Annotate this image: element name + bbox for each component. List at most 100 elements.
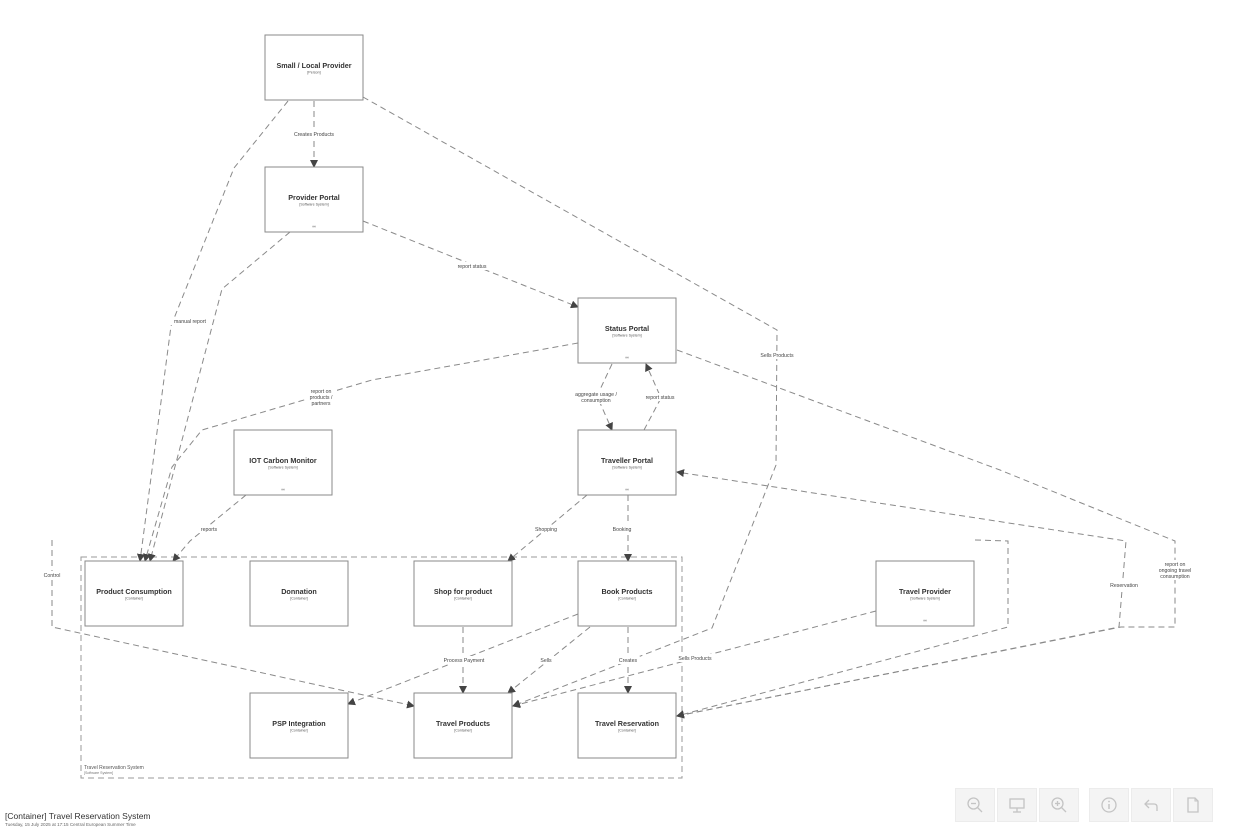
- node-travel-products[interactable]: Travel Products[Container]: [413, 692, 513, 759]
- link-icon[interactable]: ⚯: [923, 618, 927, 623]
- node-name: PSP Integration: [272, 719, 325, 728]
- info-icon: [1101, 797, 1117, 813]
- relationship-label-text: manual report: [174, 319, 207, 325]
- export-icon: [1187, 797, 1199, 813]
- relationship-label-text: Creates Products: [294, 132, 334, 138]
- node-box: [577, 297, 677, 364]
- node-product-consumption[interactable]: Product Consumption[Container]: [84, 560, 184, 627]
- relationship-label-text: Creates: [619, 658, 638, 664]
- relationship-label-e1: Creates Products: [289, 130, 339, 138]
- diagram-timestamp: Tuesday, 15 July 2025 at 17:15 Central E…: [5, 822, 136, 827]
- zoom-in-button[interactable]: [1039, 788, 1079, 822]
- zoom-out-button[interactable]: [955, 788, 995, 822]
- node-name: Donnation: [281, 587, 317, 596]
- relationship-label-text: partners: [311, 401, 330, 407]
- relationship-small-local-provider-to-product-consumption[interactable]: [136, 100, 289, 562]
- relationship-label-text: Control: [44, 573, 61, 579]
- relationship-label-text: products /: [310, 395, 333, 401]
- system-boundary-type: [Software System]: [84, 771, 113, 775]
- node-donnation[interactable]: Donnation[Container]: [249, 560, 349, 627]
- relationship-provider-portal-to-product-consumption[interactable]: [147, 231, 291, 562]
- relationship-label-text: report status: [458, 264, 487, 270]
- relationship-travel-provider-to-travel-reservation[interactable]: [676, 539, 1009, 719]
- node-type: [Container]: [290, 729, 308, 733]
- node-travel-reservation[interactable]: Travel Reservation[Container]: [577, 692, 677, 759]
- relationship-label-e7: aggregate usage /consumption: [570, 390, 622, 404]
- node-type: [Container]: [454, 597, 472, 601]
- relationship-traveller-portal-to-status-portal[interactable]: [643, 363, 662, 431]
- node-box: [577, 692, 677, 759]
- diagram-title-block: [Container] Travel Reservation System Tu…: [5, 811, 151, 827]
- link-icon[interactable]: ⚯: [625, 487, 629, 492]
- node-box: [249, 692, 349, 759]
- relationship-label-e10: reports: [197, 525, 221, 533]
- relationship-label-e5: manual report: [169, 317, 211, 325]
- relationship-label-e13: Reservation: [1106, 581, 1142, 589]
- relationship-label-text: Sells Products: [760, 353, 794, 359]
- relationship-travel-reservation-to-travel-products[interactable]: [51, 540, 415, 709]
- node-provider-portal[interactable]: Provider Portal[Software System] ⚯: [264, 166, 364, 233]
- relationship-label-text: aggregate usage /: [575, 392, 617, 398]
- zoom-in-icon: [1051, 797, 1067, 813]
- link-icon[interactable]: ⚯: [312, 224, 316, 229]
- back-button[interactable]: [1131, 788, 1171, 822]
- node-type: [Person]: [307, 71, 320, 75]
- node-name: Provider Portal: [288, 193, 340, 202]
- link-icon[interactable]: ⚯: [625, 355, 629, 360]
- node-name: Travel Products: [436, 719, 490, 728]
- node-box: [577, 560, 677, 627]
- node-box: [233, 429, 333, 496]
- node-iot-carbon-monitor[interactable]: IOT Carbon Monitor[Software System] ⚯: [233, 429, 333, 496]
- node-name: Traveller Portal: [601, 456, 653, 465]
- node-traveller-portal[interactable]: Traveller Portal[Software System]⚯: [577, 429, 677, 496]
- node-small-local-provider[interactable]: Small / Local Provider[Person]: [264, 34, 364, 101]
- node-type: [Container]: [454, 729, 472, 733]
- presentation-button[interactable]: [997, 788, 1037, 822]
- node-name: IOT Carbon Monitor: [249, 456, 317, 465]
- relationship-label-text: report on: [311, 389, 332, 395]
- node-name: Travel Reservation: [595, 719, 659, 728]
- node-shop-for-product[interactable]: Shop for product[Container]: [413, 560, 513, 627]
- node-status-portal[interactable]: Status Portal[Software System] ⚯: [577, 297, 677, 364]
- relationship-label-e18: Sells Products: [673, 654, 717, 662]
- diagram-title: [Container] Travel Reservation System: [5, 811, 151, 821]
- node-type: [Container]: [618, 597, 636, 601]
- node-type: [Software System]: [612, 334, 641, 338]
- link-icon[interactable]: ⚯: [281, 487, 285, 492]
- node-name: Product Consumption: [96, 587, 171, 596]
- system-boundary-name: Travel Reservation System: [84, 765, 144, 771]
- node-box: [264, 34, 364, 101]
- toolbar-spacer: [1081, 788, 1087, 822]
- relationship-label-text: consumption: [1160, 574, 1190, 580]
- relationship-label-text: report status: [646, 395, 675, 401]
- relationship-label-e16: Sells: [537, 656, 555, 664]
- node-box: [413, 560, 513, 627]
- relationship-label-text: report on: [1165, 562, 1186, 568]
- node-box: [84, 560, 184, 627]
- node-travel-provider[interactable]: Travel Provider[Software System] ⚯: [875, 560, 975, 627]
- relationship-label-text: Booking: [613, 527, 632, 533]
- info-button[interactable]: [1089, 788, 1129, 822]
- relationship-label-text: Shopping: [535, 527, 557, 533]
- node-box: [577, 429, 677, 496]
- zoom-out-icon: [967, 797, 983, 813]
- relationship-iot-carbon-monitor-to-product-consumption[interactable]: [172, 494, 247, 562]
- relationship-label-e12: Booking: [610, 525, 634, 533]
- node-name: Travel Provider: [899, 587, 951, 596]
- node-book-products[interactable]: Book Products[Container]: [577, 560, 677, 627]
- node-psp-integration[interactable]: PSP Integration[Container]: [249, 692, 349, 759]
- node-type: [Software System]: [910, 597, 939, 601]
- export-button[interactable]: [1173, 788, 1213, 822]
- node-type: [Software System]: [268, 466, 297, 470]
- relationship-small-local-provider-to-travel-products[interactable]: [362, 96, 778, 708]
- node-name: Status Portal: [605, 324, 649, 333]
- diagram-toolbar: [955, 788, 1213, 822]
- node-box: [264, 166, 364, 233]
- relationship-travel-provider-to-travel-products[interactable]: [512, 610, 877, 709]
- node-type: [Software System]: [299, 203, 328, 207]
- relationship-label-e3: Sells Products: [755, 351, 799, 359]
- relationship-status-portal-to-travel-reservation[interactable]: [676, 349, 1176, 719]
